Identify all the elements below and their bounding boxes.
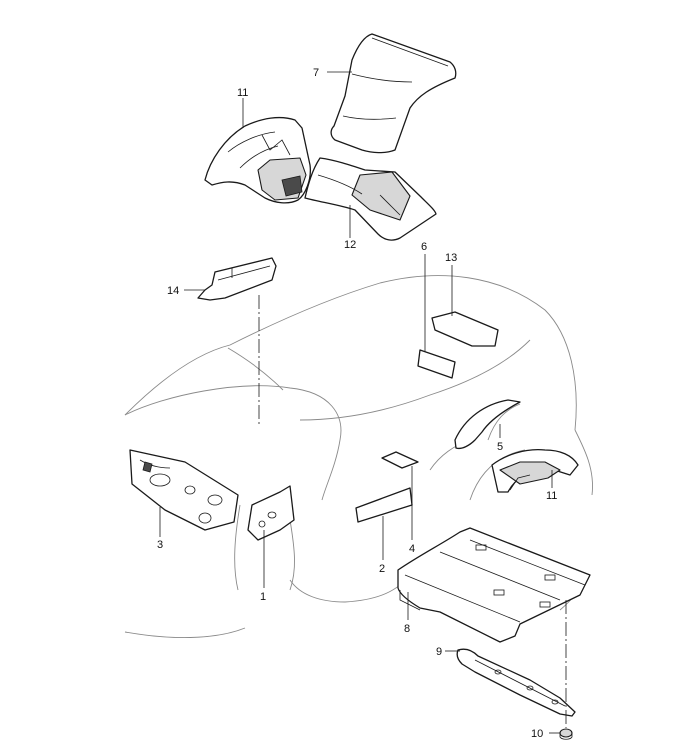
part-10-fastener <box>559 728 573 740</box>
part-11-wheel-liner-left <box>204 116 311 204</box>
callout-4: 4 <box>409 543 415 555</box>
part-8-floor-insulation <box>397 527 591 643</box>
callout-11-right: 11 <box>546 490 557 502</box>
part-14-bracket <box>197 257 277 301</box>
callout-labels: 7 11 12 14 6 13 5 11 3 1 2 4 8 9 10 <box>157 67 557 740</box>
part-5-arch-trim <box>454 399 521 450</box>
assembly-lines <box>258 295 567 728</box>
part-1-side-panel <box>247 485 295 541</box>
callout-14: 14 <box>167 285 179 297</box>
part-4-pad <box>381 451 419 469</box>
part-2-pad <box>355 487 413 523</box>
callout-13: 13 <box>445 252 457 264</box>
callout-6: 6 <box>421 241 427 253</box>
leader-lines <box>159 71 560 734</box>
callout-11-top: 11 <box>237 87 248 99</box>
callout-9: 9 <box>436 646 442 658</box>
callout-1: 1 <box>260 591 266 603</box>
callout-5: 5 <box>497 441 503 453</box>
part-6-pad <box>417 349 456 379</box>
part-7-rear-panel <box>330 33 457 154</box>
part-11-wheel-liner-right <box>491 449 579 493</box>
callout-2: 2 <box>379 563 385 575</box>
callout-10: 10 <box>531 728 543 740</box>
part-3-firewall-insulation <box>129 449 239 531</box>
part-13-pad <box>431 311 499 347</box>
callout-7: 7 <box>313 67 319 79</box>
callout-12: 12 <box>344 239 356 251</box>
callout-3: 3 <box>157 539 163 551</box>
part-9-trim-strip <box>456 648 576 717</box>
callout-8: 8 <box>404 623 410 635</box>
part-12-floor-trim <box>304 157 437 241</box>
